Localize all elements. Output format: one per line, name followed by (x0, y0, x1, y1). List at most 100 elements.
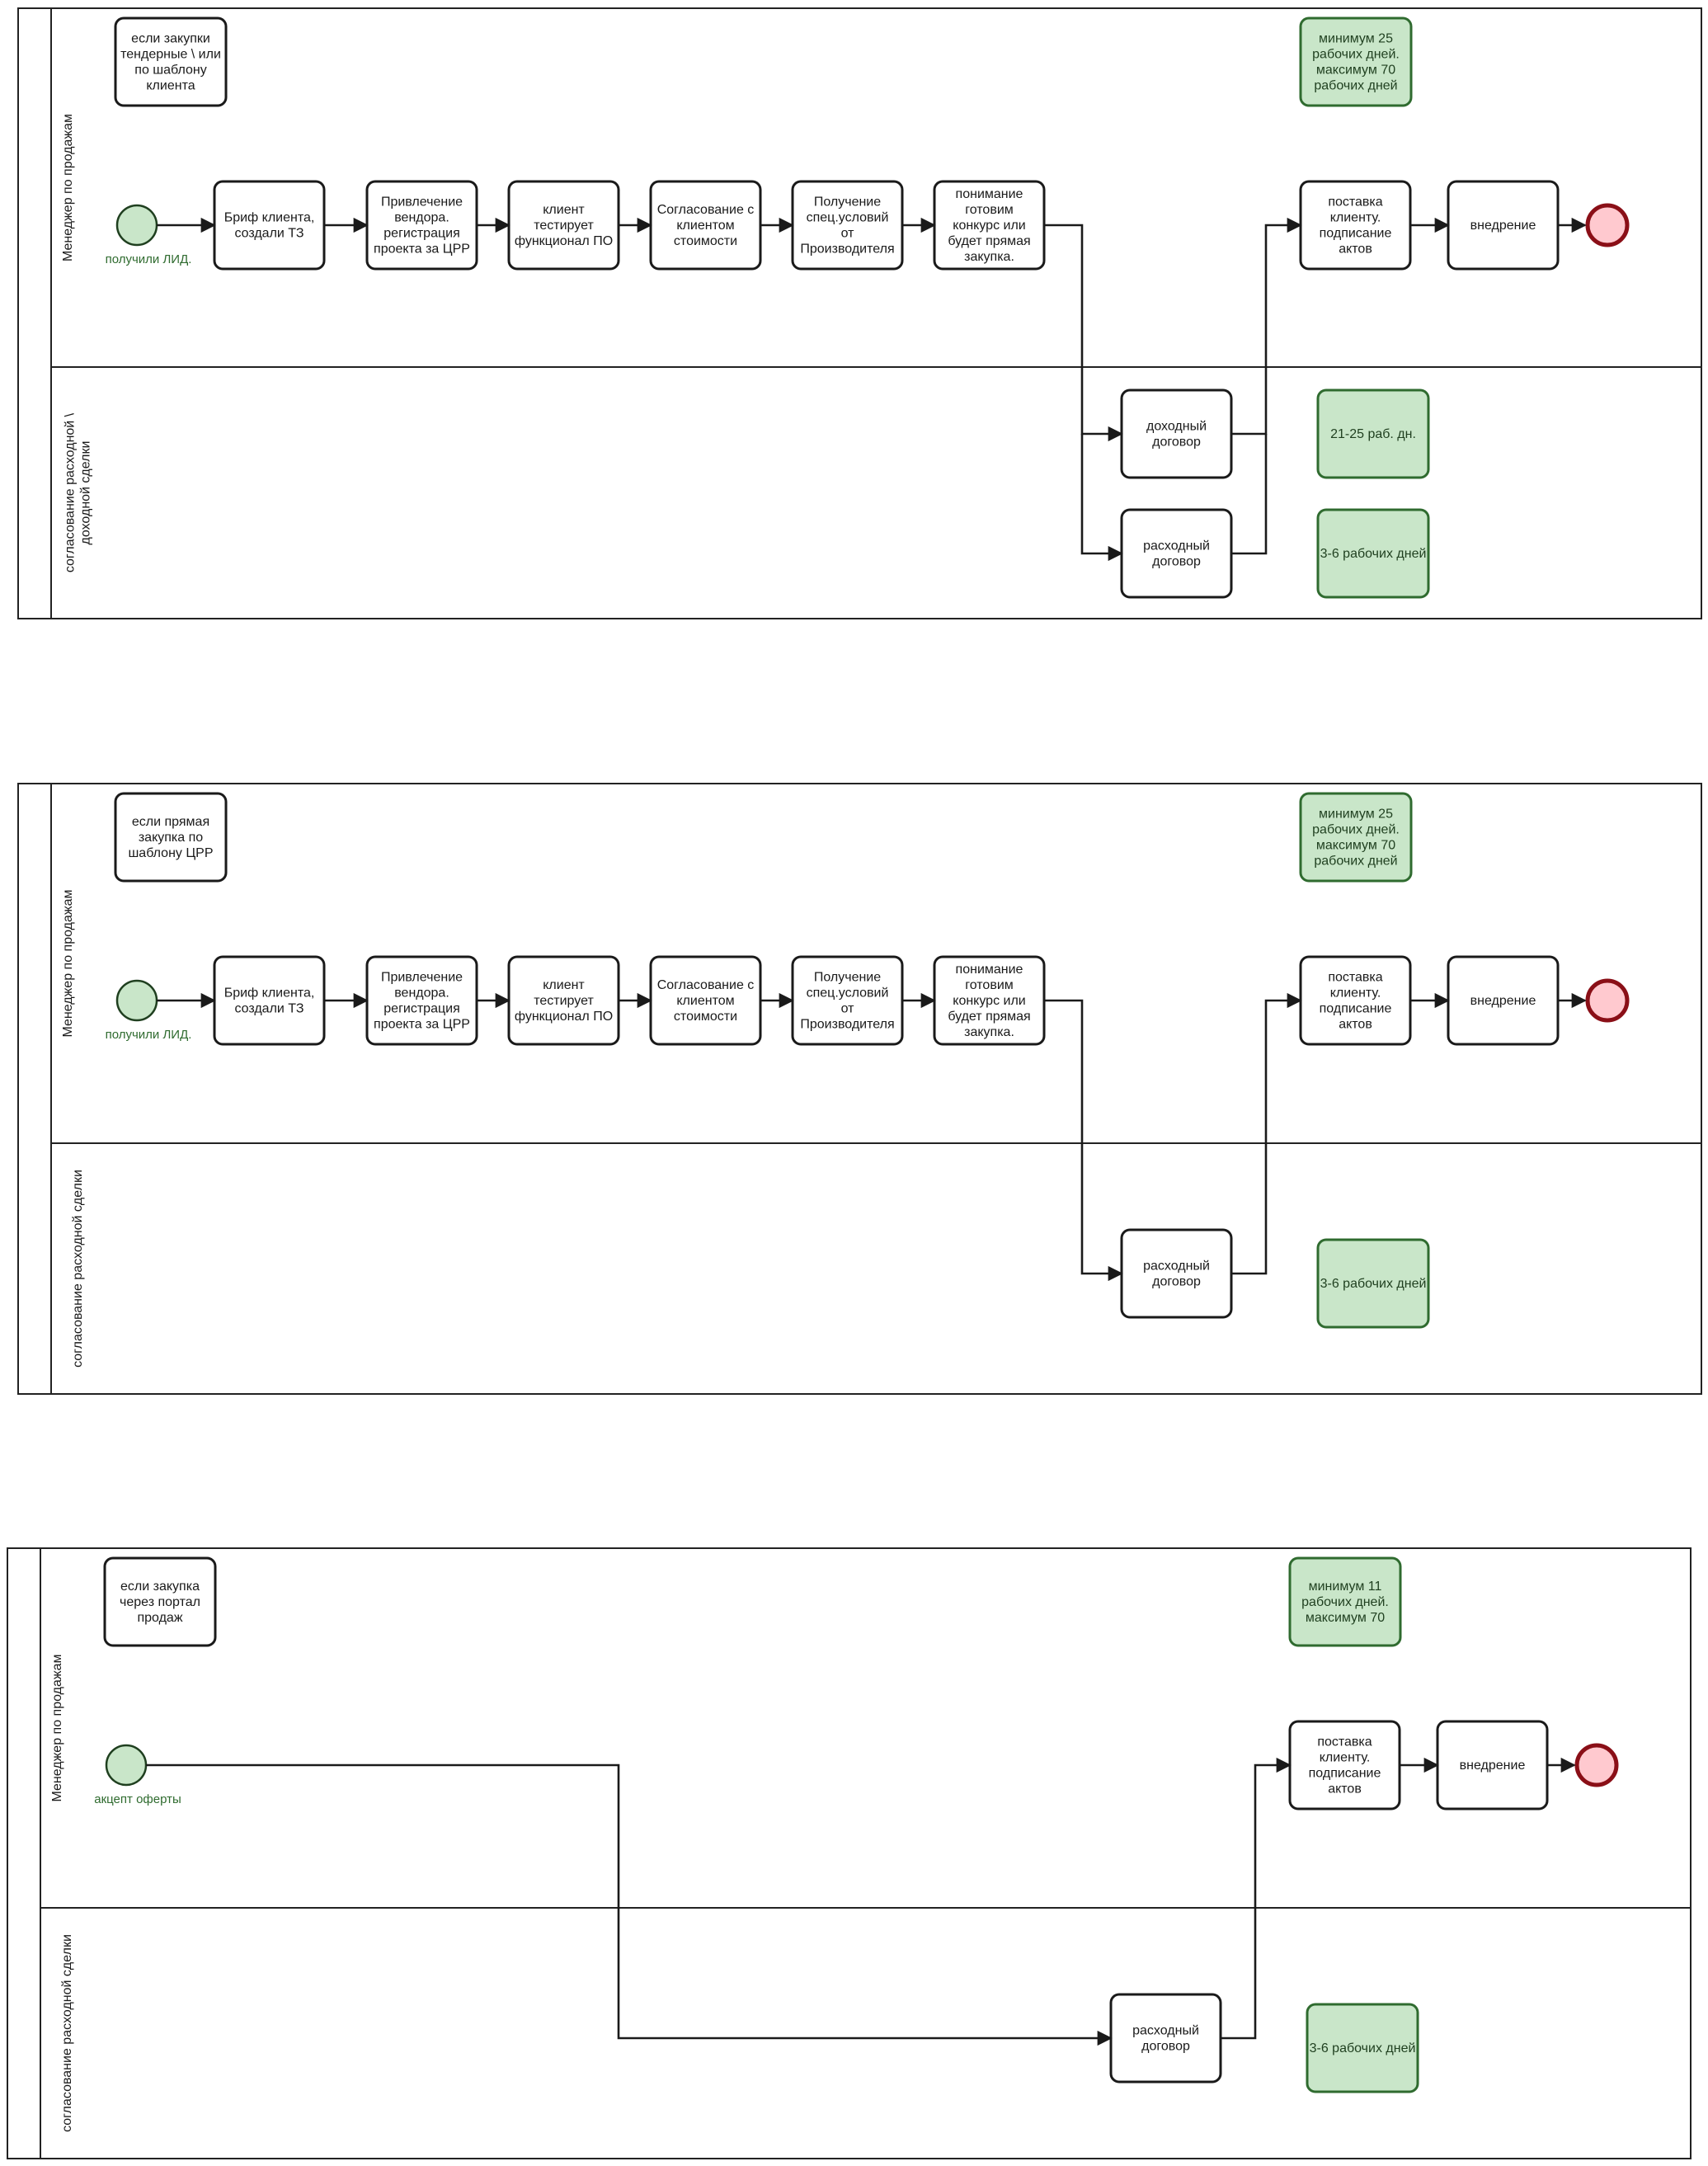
flow-income-delivery[interactable] (1231, 217, 1302, 436)
duration-note-shape[interactable] (1288, 1556, 1402, 1647)
end-event[interactable] (1574, 1743, 1619, 1787)
start-event-label: получили ЛИД. (106, 1028, 192, 1042)
time-note-expense[interactable]: 3-6 рабочих дней (1306, 2003, 1419, 2093)
condition-annotation-shape[interactable] (114, 16, 228, 107)
duration-note-shape[interactable] (1299, 16, 1413, 107)
flow-to-income[interactable] (1044, 224, 1123, 442)
task-brief[interactable]: Бриф клиента,создали ТЗ (213, 955, 326, 1046)
task-expense-contract-shape[interactable] (1120, 1228, 1233, 1319)
time-note-income[interactable]: 21-25 раб. дн. (1316, 388, 1430, 479)
pool-3 (7, 1547, 1692, 2159)
start-event-label: получили ЛИД. (106, 252, 192, 266)
task-brief-shape[interactable] (213, 180, 326, 271)
time-note-expense-shape[interactable] (1316, 1238, 1430, 1329)
lane-label-approval: согласование расходной сделки (60, 1934, 74, 2132)
condition-annotation-shape[interactable] (103, 1556, 217, 1647)
time-note-expense[interactable]: 3-6 рабочих дней (1316, 508, 1430, 599)
end-event[interactable] (1585, 978, 1630, 1023)
task-brief[interactable]: Бриф клиента,создали ТЗ (213, 180, 326, 271)
task-brief-label: Бриф клиента,создали ТЗ (224, 211, 315, 241)
lane-label-sales: Менеджер по продажам (50, 1654, 64, 1801)
task-implementation-label: внедрение (1470, 219, 1536, 233)
flow-to-expense[interactable] (1044, 999, 1123, 1282)
start-event-label: акцепт оферты (94, 1792, 181, 1806)
lane-label-approval: согласование расходной \доходной сделки (64, 412, 93, 572)
task-implementation-label: внедрение (1460, 1759, 1526, 1773)
time-note-expense-shape[interactable] (1316, 508, 1430, 599)
start-event[interactable] (115, 204, 158, 247)
task-implementation[interactable]: внедрение (1447, 955, 1560, 1046)
pool-2 (17, 783, 1702, 1395)
lane-label-approval: согласование расходной сделки (71, 1170, 85, 1368)
task-income-contract-shape[interactable] (1120, 388, 1233, 479)
time-note-expense[interactable]: 3-6 рабочих дней (1316, 1238, 1430, 1329)
time-note-expense-shape[interactable] (1306, 2003, 1419, 2093)
time-note-income-shape[interactable] (1316, 388, 1430, 479)
start-event[interactable] (115, 979, 158, 1022)
end-event[interactable] (1585, 203, 1630, 247)
flow-expense-delivery[interactable] (1231, 992, 1302, 1275)
flow-to-expense[interactable] (1080, 434, 1123, 562)
task-expense-contract-shape[interactable] (1120, 508, 1233, 599)
duration-note-shape[interactable] (1299, 792, 1413, 883)
time-note-expense-label: 3-6 рабочих дней (1320, 547, 1427, 561)
flow-expense-delivery[interactable] (1221, 1757, 1292, 2040)
lane-label-sales: Менеджер по продажам (61, 889, 75, 1037)
time-note-expense-label: 3-6 рабочих дней (1320, 1277, 1427, 1291)
task-expense-contract-shape[interactable] (1109, 1993, 1222, 2084)
time-note-expense-label: 3-6 рабочих дней (1310, 2041, 1416, 2055)
flow-expense-delivery[interactable] (1231, 434, 1268, 555)
flow-to-expense[interactable] (146, 1763, 1113, 2046)
task-implementation[interactable]: внедрение (1447, 180, 1560, 271)
condition-annotation-shape[interactable] (114, 792, 228, 883)
task-brief-label: Бриф клиента,создали ТЗ (224, 986, 315, 1016)
task-brief-shape[interactable] (213, 955, 326, 1046)
task-implementation[interactable]: внедрение (1436, 1720, 1549, 1810)
pool-1 (17, 7, 1702, 619)
start-event[interactable] (105, 1744, 148, 1787)
